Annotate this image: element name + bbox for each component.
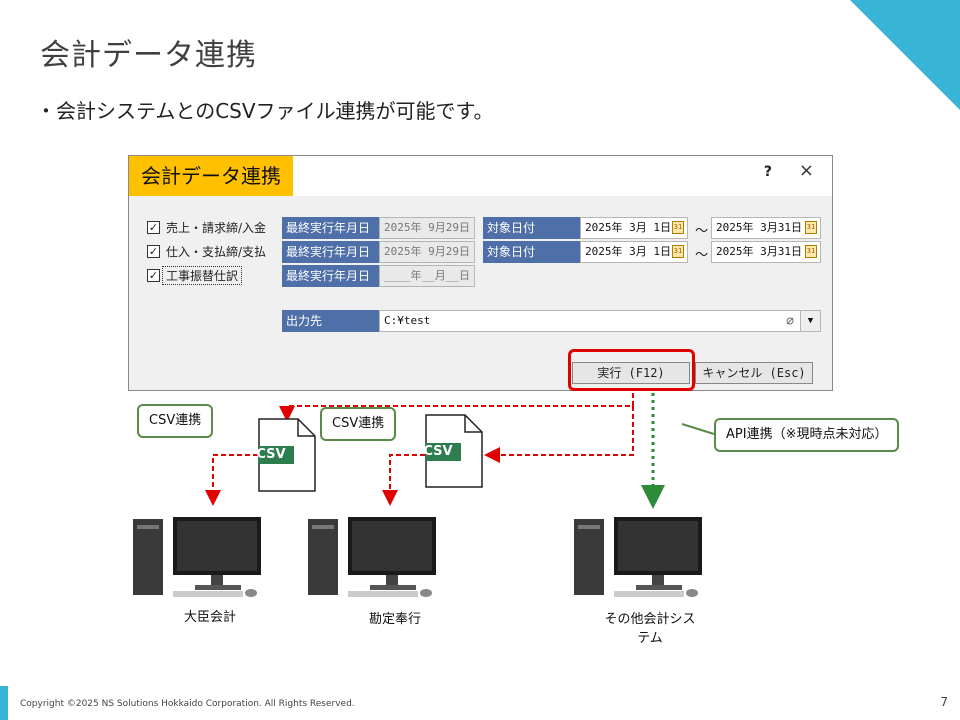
range-tilde: ～ xyxy=(695,224,709,239)
output-path-input[interactable]: C:¥test ⌀ ▼ xyxy=(379,310,821,332)
bullet-text: ・会計システムとのCSVファイル連携が可能です。 xyxy=(36,99,494,123)
dialog-body: ✓ 売上・請求締/入金 最終実行年月日 2025年 9月29日 対象日付 202… xyxy=(129,196,832,390)
page-number: 7 xyxy=(940,695,948,709)
desktop-pc-icon xyxy=(133,517,261,597)
desktop-pc-icon xyxy=(574,517,702,597)
help-icon[interactable]: ? xyxy=(763,164,772,180)
target-date-label: 対象日付 xyxy=(483,241,580,263)
last-run-label: 最終実行年月日 xyxy=(282,265,379,287)
sales-from-text: 2025年 3月 1日 xyxy=(585,221,671,234)
output-path-text: C:¥test xyxy=(384,314,431,327)
purchase-to-text: 2025年 3月31日 xyxy=(716,245,802,258)
desktop-pc-icon xyxy=(308,517,436,597)
csv-file-icon xyxy=(425,414,483,488)
execute-highlight xyxy=(568,349,695,391)
close-icon[interactable]: × xyxy=(798,160,814,181)
calendar-icon[interactable]: 31 xyxy=(805,245,817,258)
sales-label: 売上・請求締/入金 xyxy=(166,221,267,235)
calendar-icon[interactable]: 31 xyxy=(672,221,684,234)
sales-from-date[interactable]: 2025年 3月 1日 31 xyxy=(580,217,688,239)
copyright: Copyright ©2025 NS Solutions Hokkaido Co… xyxy=(20,699,355,709)
csv-callout-2: CSV連携 xyxy=(320,407,397,441)
csv-callout-1: CSV連携 xyxy=(137,404,214,438)
export-row-sales: ✓ 売上・請求締/入金 最終実行年月日 2025年 9月29日 対象日付 202… xyxy=(129,217,832,239)
pc-label-kanjo: 勘定奉行 xyxy=(368,612,421,627)
construction-last-run-field: ____年__月__日 xyxy=(379,265,475,287)
construction-checkbox[interactable]: ✓ xyxy=(147,269,160,282)
calendar-icon[interactable]: 31 xyxy=(805,221,817,234)
csv-file-icon xyxy=(258,418,316,492)
calendar-icon[interactable]: 31 xyxy=(672,245,684,258)
purchase-label: 仕入・支払締/支払 xyxy=(166,245,267,259)
sales-to-date[interactable]: 2025年 3月31日 31 xyxy=(711,217,821,239)
cancel-button[interactable]: キャンセル (Esc) xyxy=(695,362,813,384)
export-row-purchase: ✓ 仕入・支払締/支払 最終実行年月日 2025年 9月29日 対象日付 202… xyxy=(129,241,832,263)
csv-tag: CSV xyxy=(256,447,286,462)
last-run-label: 最終実行年月日 xyxy=(282,241,379,263)
purchase-checkbox[interactable]: ✓ xyxy=(147,245,160,258)
purchase-from-date[interactable]: 2025年 3月 1日 31 xyxy=(580,241,688,263)
csv-tag: CSV xyxy=(423,444,453,459)
sales-to-text: 2025年 3月31日 xyxy=(716,221,802,234)
target-date-label: 対象日付 xyxy=(483,217,580,239)
pc-label-other: その他会計シス テム xyxy=(604,612,696,646)
range-tilde: ～ xyxy=(695,248,709,263)
slide-title: 会計データ連携 xyxy=(40,38,257,73)
chevron-down-icon[interactable]: ▼ xyxy=(800,311,820,331)
accounting-export-dialog: 会計データ連携 ? × ✓ 売上・請求締/入金 最終実行年月日 2025年 9月… xyxy=(128,155,833,391)
export-row-construction: ✓ 工事振替仕訳 最終実行年月日 ____年__月__日 xyxy=(129,265,832,287)
sales-last-run-field: 2025年 9月29日 xyxy=(379,217,475,239)
construction-label: 工事振替仕訳 xyxy=(161,266,243,285)
footer-accent xyxy=(0,686,8,720)
sales-checkbox[interactable]: ✓ xyxy=(147,221,160,234)
api-callout: API連携（※現時点未対応） xyxy=(714,418,900,452)
dialog-title: 会計データ連携 xyxy=(129,156,293,196)
paperclip-icon[interactable]: ⌀ xyxy=(786,314,794,329)
purchase-from-text: 2025年 3月 1日 xyxy=(585,245,671,258)
output-label: 出力先 xyxy=(282,310,379,332)
last-run-label: 最終実行年月日 xyxy=(282,217,379,239)
pc-label-daijin: 大臣会計 xyxy=(183,610,236,625)
corner-decoration xyxy=(850,0,960,110)
purchase-to-date[interactable]: 2025年 3月31日 31 xyxy=(711,241,821,263)
execute-button[interactable]: 実行 (F12) xyxy=(572,362,690,384)
purchase-last-run-field: 2025年 9月29日 xyxy=(379,241,475,263)
